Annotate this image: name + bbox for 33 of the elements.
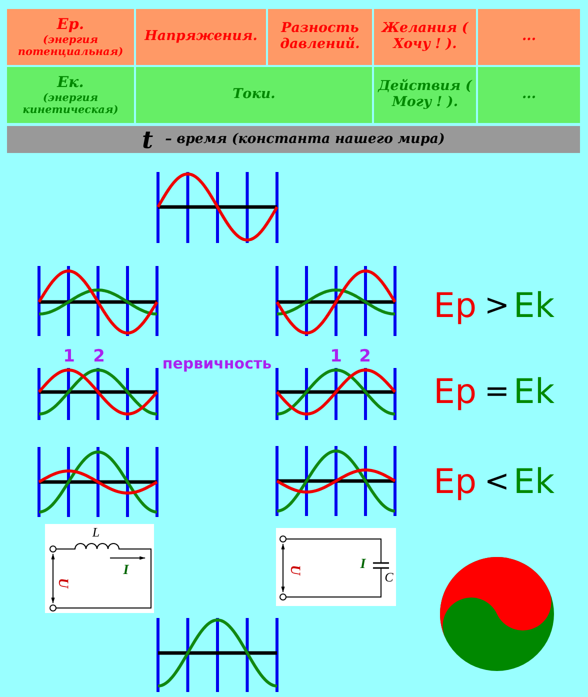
table-cell: Желания ( Хочу ! ).	[374, 9, 476, 65]
circuit-symbol-label: I	[123, 564, 129, 578]
annotation-text: первичность	[162, 356, 272, 372]
formula-text: <	[484, 467, 510, 497]
circuit-symbol-label: I	[360, 558, 366, 572]
circuit-symbol-label: U	[287, 564, 301, 576]
circuit-symbol-label: L	[92, 526, 100, 538]
formula-text: Ek	[513, 465, 555, 499]
cell-text: t	[141, 126, 154, 154]
callout-number: 2	[93, 348, 105, 366]
callout-number: 1	[330, 348, 342, 366]
callout-number: 1	[63, 348, 75, 366]
formula-text: Ek	[513, 375, 555, 409]
circuit-symbol-label: C	[384, 570, 394, 584]
table-cell: ...	[478, 9, 580, 65]
table-cell: Токи.	[136, 67, 372, 123]
formula-text: >	[484, 291, 510, 321]
formula-text: Ep	[433, 289, 477, 323]
cell-text: (энергия кинетическая)	[22, 92, 120, 116]
cell-text: Ер.	[56, 16, 86, 34]
formula-text: Ep	[433, 375, 477, 409]
circuit-symbol-label: U	[55, 578, 69, 588]
formula-text: =	[484, 377, 510, 407]
table-cell: Разность давлений.	[268, 9, 372, 65]
cell-text: – время (константа нашего мира)	[164, 132, 446, 148]
cell-text: Ек.	[56, 74, 85, 92]
formula-text: Ek	[513, 289, 555, 323]
callout-number: 2	[359, 348, 371, 366]
table-cell: Действия ( Могу ! ).	[374, 67, 476, 123]
cell-text: (энергия потенциальная)	[16, 34, 124, 58]
table-cell: ...	[478, 67, 580, 123]
table-cell: Напряжения.	[136, 9, 266, 65]
formula-text: Ep	[433, 465, 477, 499]
